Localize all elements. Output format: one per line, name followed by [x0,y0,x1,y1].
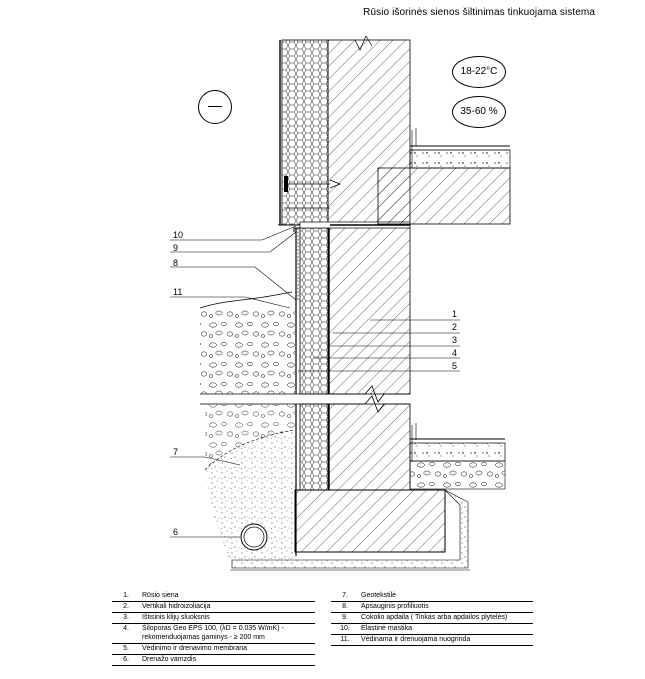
callout-11: 11 [173,287,183,297]
humidity-badge: 35-60 % [452,96,506,128]
page-title: Rūsio išorinės sienos šiltinimas tinkuoj… [363,7,595,18]
legend-row: 8.Apsauginis profiliuotis [331,601,533,613]
legend-row: 5.Vėdinimo ir drenavimo membrana [112,643,315,655]
legend-text: Vertikali hidroizoliacija [140,601,315,613]
legend-row: 2.Vertikali hidroizoliacija [112,601,315,613]
legend-num: 11. [331,634,359,646]
legend-text: Šiloporas Geo EPS 100, (λD = 0.035 W/mK)… [140,623,315,644]
legend-row: 9.Cokolio apdaila ( Tinkas arba apdailos… [331,612,533,624]
callout-4: 4 [452,348,458,358]
legend-row: 4.Šiloporas Geo EPS 100, (λD = 0.035 W/m… [112,623,315,644]
callout-6: 6 [173,527,179,537]
legend-num: 4. [112,623,140,644]
legend-text: Drenažo vamzdis [140,654,315,666]
callout-2: 2 [452,322,458,332]
legend-row: 1.Rūsio siena [112,591,315,602]
legend-text: Apsauginis profiliuotis [359,601,533,613]
legend-row: 7.Geotekstilė [331,591,533,602]
legend-text: Geotekstilė [359,591,533,602]
callout-3: 3 [452,335,458,345]
legend-num: 8. [331,601,359,613]
legend-text: Vėdinama ir drenuojama nuogrinda [359,634,533,646]
legend-num: 1. [112,591,140,602]
legend-num: 2. [112,601,140,613]
legend-num: 3. [112,612,140,624]
legend-text: Vėdinimo ir drenavimo membrana [140,643,315,655]
legend-row: 11.Vėdinama ir drenuojama nuogrinda [331,634,533,646]
legend-right: 7.Geotekstilė 8.Apsauginis profiliuotis … [331,591,533,646]
callout-7: 7 [173,447,179,457]
callout-8: 8 [173,258,179,268]
legend-text: Elastinė mastika [359,623,533,635]
callout-9: 9 [173,243,179,253]
legend-text: Cokolio apdaila ( Tinkas arba apdailos p… [359,612,533,624]
legend-num: 10. [331,623,359,635]
legend-num: 7. [331,591,359,602]
temperature-badge: 18-22°C [452,56,506,88]
legend-text: Rūsio siena [140,591,315,602]
legend-num: 9. [331,612,359,624]
outside-minus-symbol [198,90,232,124]
legend-num: 5. [112,643,140,655]
legend-left: 1.Rūsio siena 2.Vertikali hidroizoliacij… [112,591,315,666]
legend-row: 6.Drenažo vamzdis [112,654,315,666]
callout-1: 1 [452,309,458,319]
legend-text: Ištisinis klijų sluoksnis [140,612,315,624]
legend-row: 3.Ištisinis klijų sluoksnis [112,612,315,624]
legend-num: 6. [112,654,140,666]
callout-10: 10 [173,230,184,240]
wall-section-drawing [170,35,511,571]
callout-5: 5 [452,361,458,371]
legend-row: 10.Elastinė mastika [331,623,533,635]
